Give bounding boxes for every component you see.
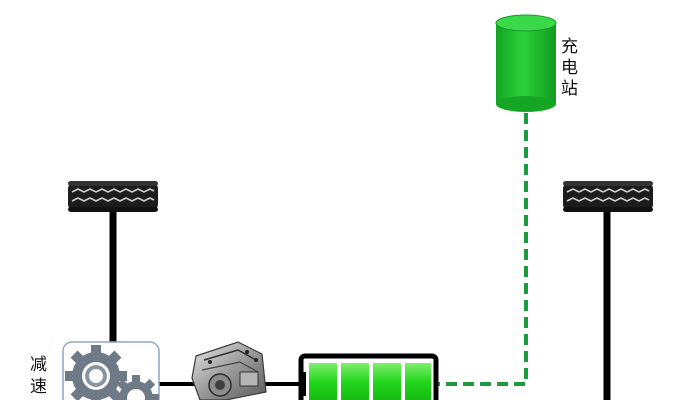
station-label-char-2: 电 xyxy=(561,58,578,78)
left-tire-icon xyxy=(68,181,158,212)
reducer-label-char-2: 速 xyxy=(30,377,47,397)
battery-cell-3 xyxy=(373,363,401,400)
motor-icon xyxy=(192,342,266,400)
station-label-char-1: 充 xyxy=(561,37,578,57)
gear-icon xyxy=(63,342,159,400)
battery-cell-4 xyxy=(405,363,431,400)
battery-cell-1 xyxy=(309,363,337,400)
station-label-char-3: 站 xyxy=(561,79,578,99)
reducer-label-char-1: 减 xyxy=(30,355,47,375)
charging-station-icon xyxy=(496,15,556,112)
battery-cell-2 xyxy=(341,363,369,400)
battery-icon xyxy=(299,356,436,400)
charging-connection-line xyxy=(436,113,526,384)
right-tire-icon xyxy=(563,181,653,212)
